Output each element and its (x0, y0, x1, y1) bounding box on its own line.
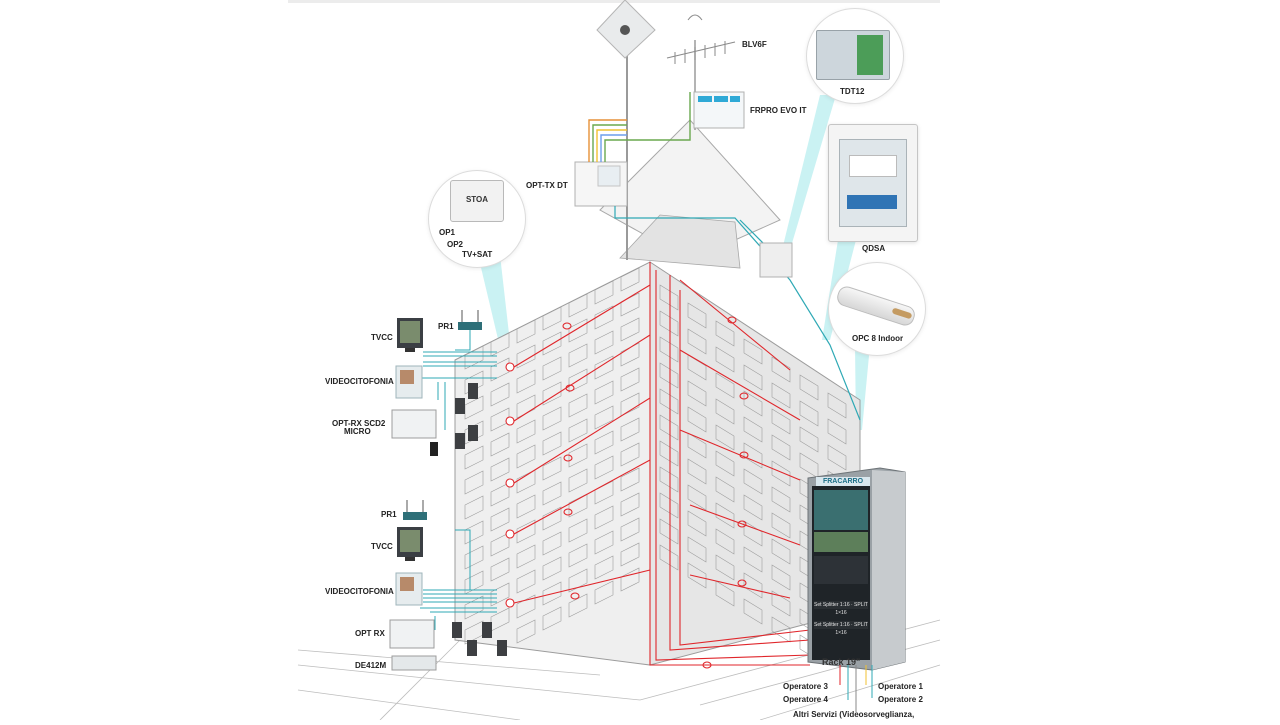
terrestrial-antenna-icon (666, 14, 736, 64)
rack-brand: FRACARRO (816, 477, 870, 486)
tvcc-monitor-icon (397, 318, 423, 352)
stoa-beam (478, 255, 512, 360)
operatore-3-label: Operatore 3 (783, 682, 828, 691)
tdt12-beam (782, 95, 836, 250)
op2-label: OP2 (447, 240, 464, 249)
opt-rx-label: OPT RX (355, 629, 385, 638)
opt-tx-label: OPT-TX DT (526, 181, 568, 190)
operatore-2-label: Operatore 2 (878, 695, 923, 704)
operator-cables (839, 665, 873, 712)
tdt12-device (816, 30, 890, 80)
pr1-top-label: PR1 (438, 322, 454, 331)
tv-sat-label: TV+SAT (462, 250, 493, 259)
rack-label: Rack 19" (822, 657, 861, 667)
operatore-1-label: Operatore 1 (878, 682, 923, 691)
pr1-bottom-label: PR1 (381, 510, 397, 519)
frpro-unit-icon (693, 91, 745, 129)
opt-rx-scd2-unit-icon (391, 409, 437, 439)
satellite-dish-icon (596, 0, 656, 59)
tvcc-monitor-icon (397, 527, 423, 561)
micro-label: MICRO (344, 427, 371, 436)
blv6f-label: BLV6F (742, 40, 767, 49)
opc8-label: OPC 8 Indoor (852, 334, 904, 343)
floor-distribution-cables (420, 330, 497, 630)
wall-box-icon (759, 242, 793, 278)
altri-servizi-label: Altri Servizi (Videosorveglianza, (793, 710, 915, 719)
de412m-unit-icon (391, 655, 437, 671)
wall-outlets (452, 383, 507, 656)
de412m-label: DE412M (355, 661, 387, 670)
videocitofonia-bottom-label: VIDEOCITOFONIA (325, 587, 394, 596)
router-icon (458, 310, 482, 330)
opt-rx-unit-icon (389, 619, 435, 649)
tvcc-top-label: TVCC (371, 333, 393, 342)
operatore-4-label: Operatore 4 (783, 695, 828, 704)
video-intercom-icon (395, 365, 423, 399)
coax-cables (588, 92, 691, 162)
videocitofonia-top-label: VIDEOCITOFONIA (325, 377, 394, 386)
opt-rx-scd2-label: OPT-RX SCD2 (332, 419, 386, 428)
opt-tx-unit-icon (574, 161, 628, 207)
stoa-device: STOA (450, 180, 504, 222)
router-icon (403, 500, 427, 520)
tvcc-bottom-label: TVCC (371, 542, 393, 551)
rack-splitter-strip: Set Splitter 1:16 · SPLIT 1×16 (814, 621, 868, 636)
qdsa-label: QDSA (862, 244, 886, 253)
rack-splitter-strip: Set Splitter 1:16 · SPLIT 1×16 (814, 601, 868, 616)
fiber-risers (505, 262, 811, 669)
tdt12-label: TDT12 (840, 87, 865, 96)
op1-label: OP1 (439, 228, 456, 237)
frpro-label: FRPRO EVO IT (750, 106, 807, 115)
video-intercom-icon (395, 572, 423, 606)
power-adapter-icon (430, 442, 438, 456)
qdsa-panel (828, 124, 918, 242)
rack-cabinet-icon (807, 467, 906, 671)
